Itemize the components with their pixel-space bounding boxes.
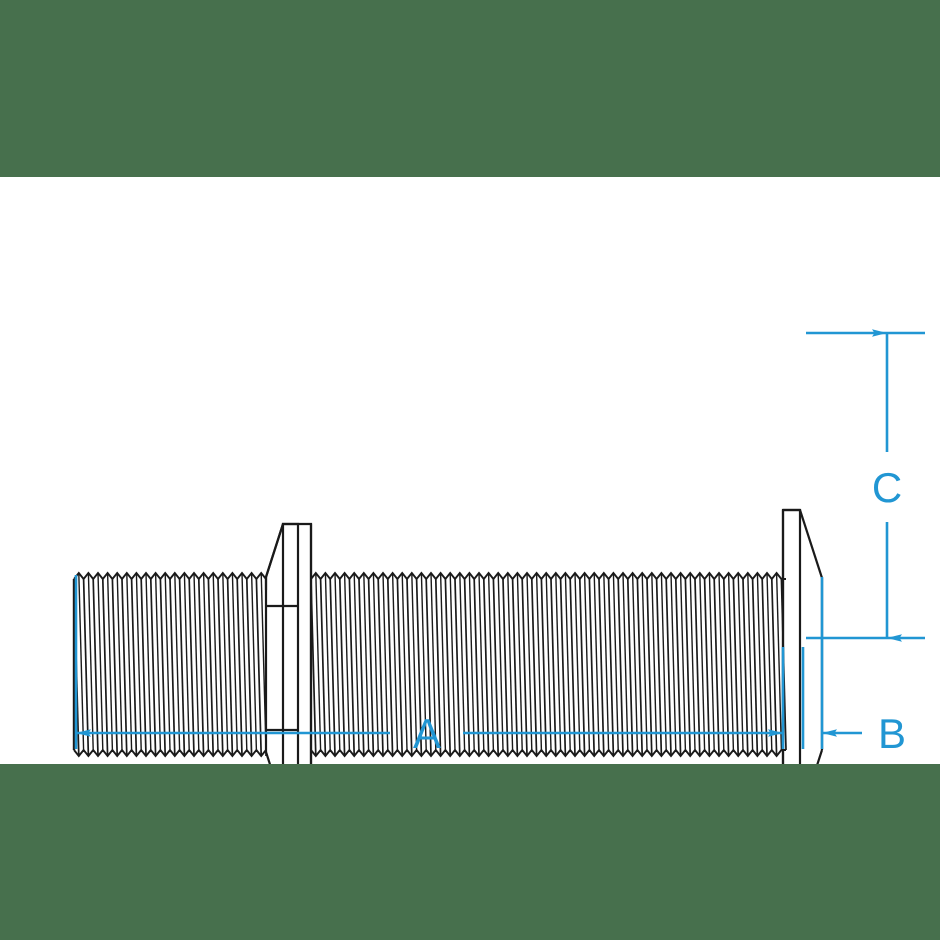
drawing-canvas: A B C [0, 177, 940, 764]
thread-crest-line-left [73, 571, 267, 581]
flange-lower-taper-edge [816, 749, 824, 764]
dimension-c-label: C [872, 464, 902, 511]
top-green-band [0, 0, 940, 177]
dimension-a-label: A [413, 710, 441, 757]
bottom-green-band [0, 764, 940, 940]
thread-root-line-right [310, 748, 786, 758]
dimension-annotation-group [74, 329, 925, 749]
collar-plate-inner-edge [298, 522, 313, 764]
thread-root-line-left [73, 748, 267, 758]
collar-lower-bevel-edge [264, 751, 272, 764]
technical-drawing-svg: A B C [72, 329, 925, 764]
dimension-label-group: A B C [413, 464, 906, 757]
collar-upper-bevel-edge [264, 523, 285, 578]
threaded-shaft-left-segment [72, 571, 267, 758]
threaded-shaft-right-segment [310, 571, 787, 758]
dimension-b-label: B [878, 710, 906, 757]
part-geometry-group [72, 508, 824, 764]
flange-upper-taper-edge [798, 509, 824, 579]
collar-plate [281, 522, 300, 764]
middle-collar-flange [264, 522, 313, 764]
thread-crest-line-right [310, 571, 786, 581]
